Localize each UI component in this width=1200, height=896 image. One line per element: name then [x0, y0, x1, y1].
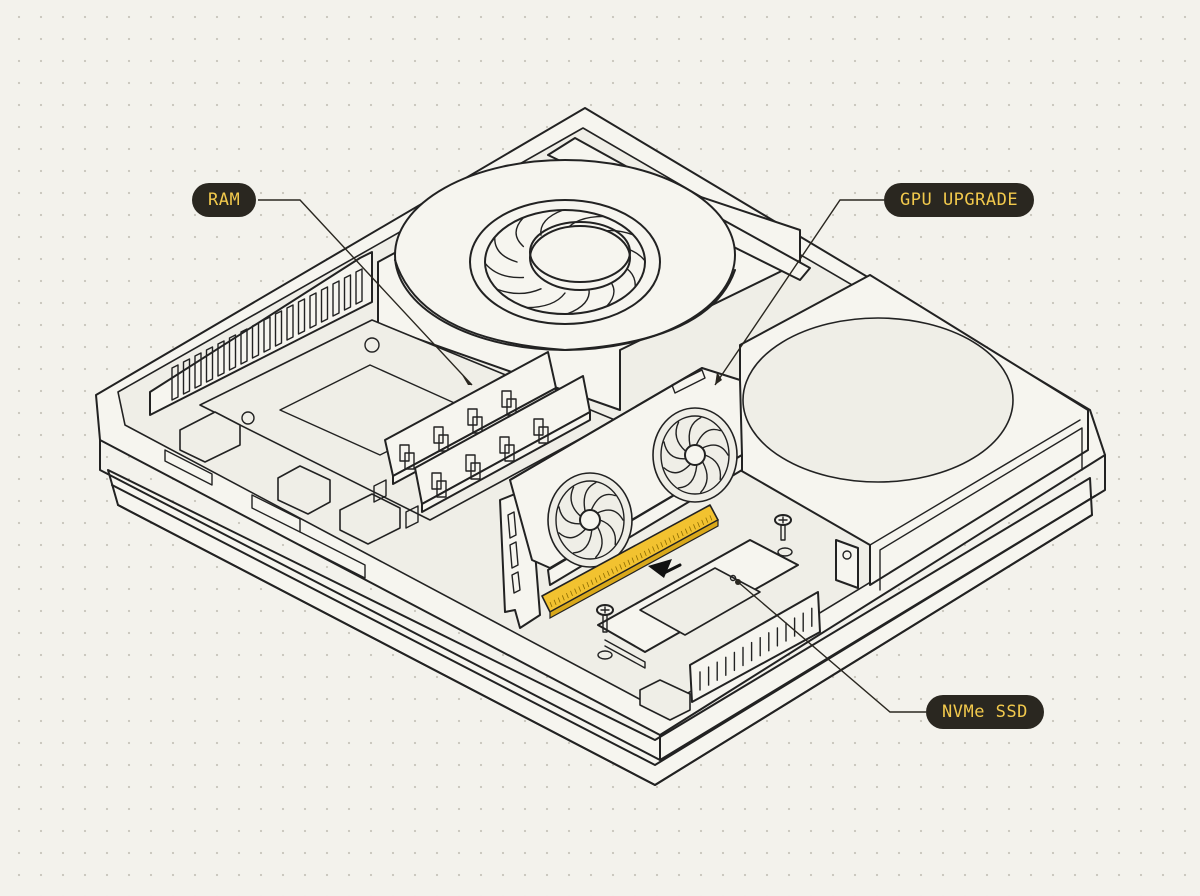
- callout-ssd: NVMe SSD: [926, 695, 1044, 729]
- ram-module-icon: [373, 351, 591, 529]
- fan-icon: [469, 199, 661, 325]
- callout-ram: RAM: [192, 183, 257, 217]
- gpu-card-icon: [499, 367, 743, 629]
- arrow-icon: [648, 559, 682, 578]
- drive-bay: [739, 274, 1089, 591]
- ssd-icon: [597, 539, 821, 703]
- motherboard: [179, 319, 691, 721]
- pcie-slot: [541, 504, 719, 620]
- leader-lines: [258, 199, 926, 713]
- callout-gpu: GPU UPGRADE: [884, 183, 1035, 217]
- screw-icon: [596, 514, 793, 660]
- fan-housing: [377, 137, 811, 411]
